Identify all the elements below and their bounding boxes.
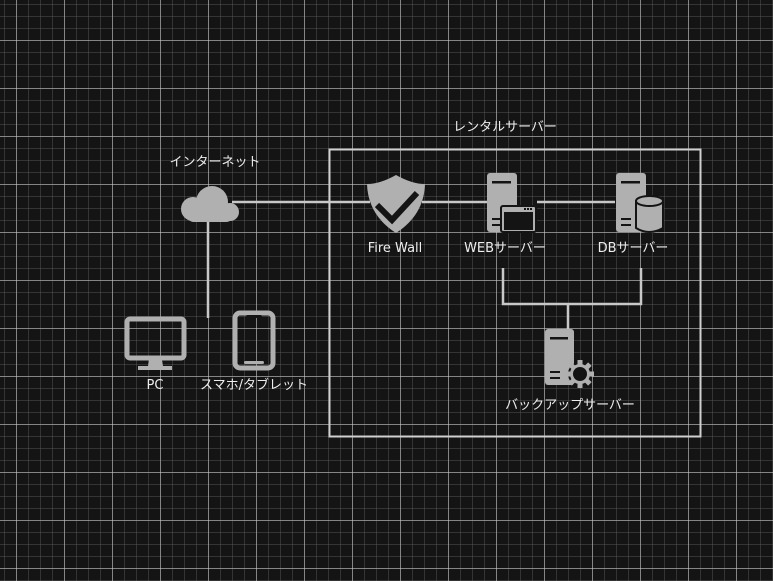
cloud-icon (181, 186, 239, 222)
rental-server-group-frame (328, 148, 702, 438)
shield-check-icon (367, 175, 425, 233)
node-label-db-server: DBサーバー (597, 241, 669, 256)
node-label-backup-server: バックアップサーバー (505, 398, 635, 413)
node-label-smartphone: スマホ/タブレット (200, 378, 308, 393)
edge-servers-bracket (501, 268, 643, 306)
smartphone-icon (232, 310, 276, 371)
database-server-icon (616, 173, 664, 233)
node-label-internet: インターネット (169, 155, 261, 170)
monitor-icon (124, 316, 187, 370)
group-title-rental-server: レンタルサーバー (453, 120, 557, 135)
node-label-pc: PC (146, 378, 164, 393)
node-label-web-server: WEBサーバー (464, 241, 546, 256)
node-label-firewall: Fire Wall (367, 241, 423, 256)
web-server-icon (487, 173, 537, 233)
backup-server-gear-icon (545, 329, 594, 388)
